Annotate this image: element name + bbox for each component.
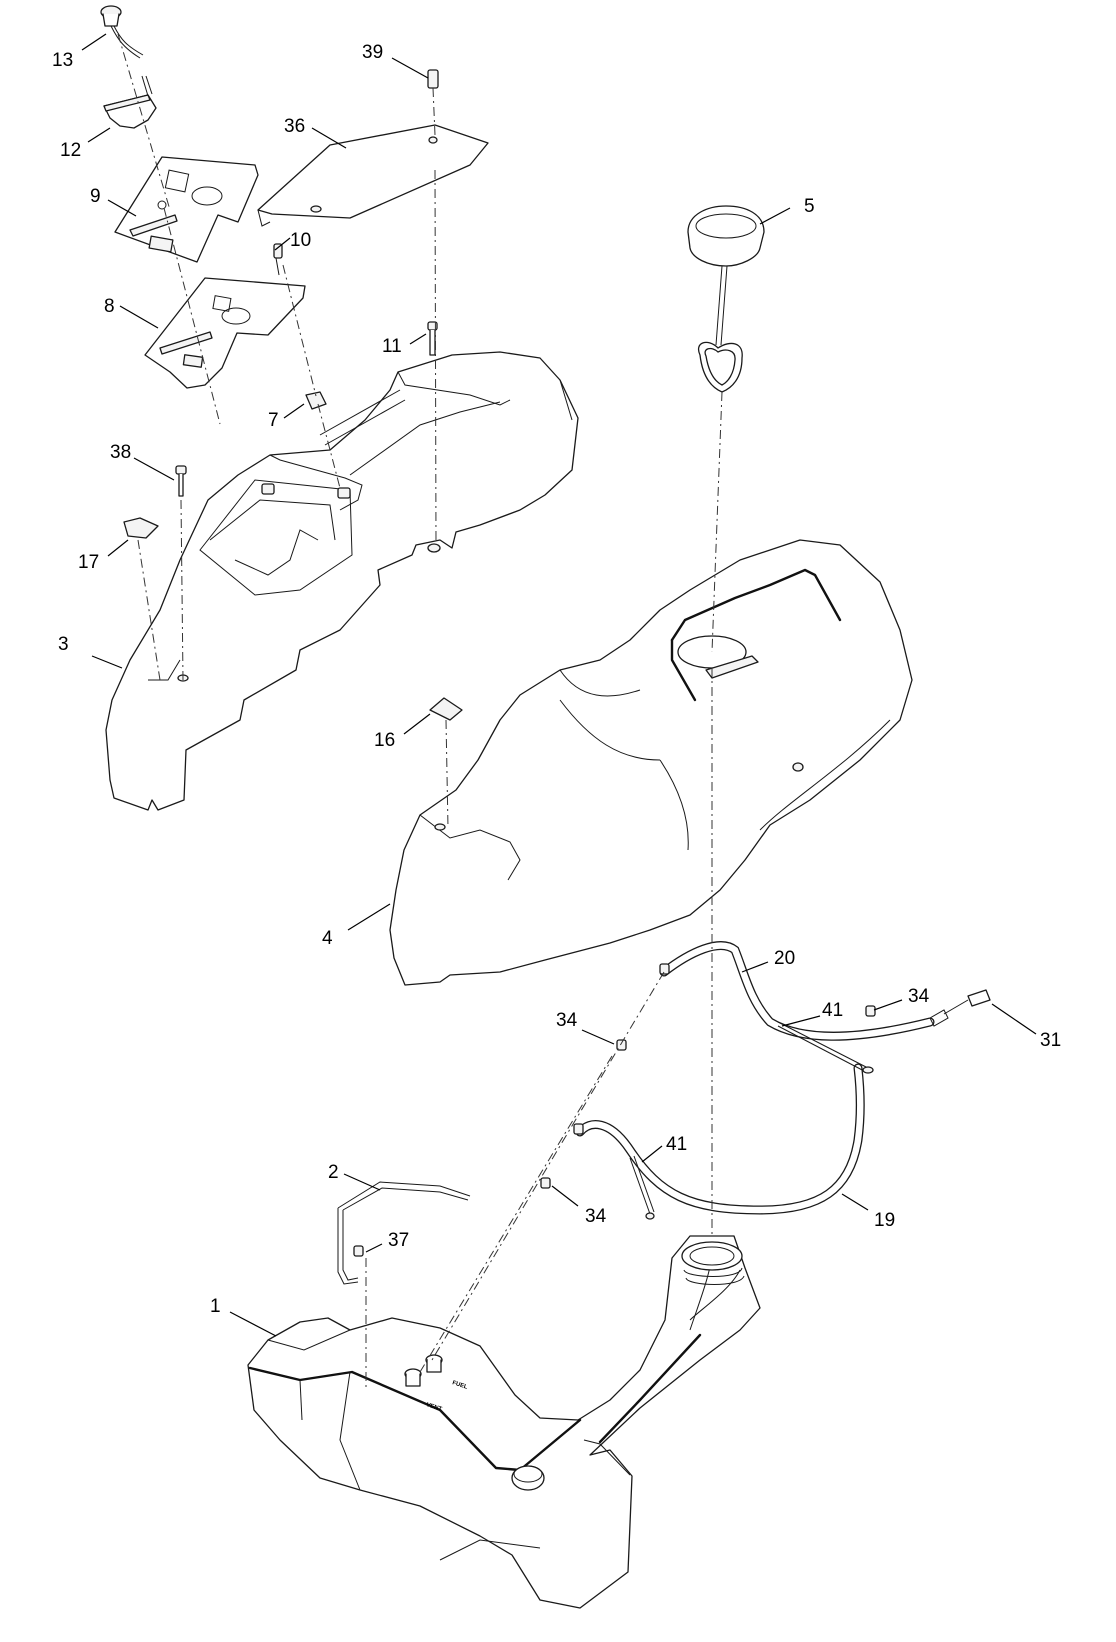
part-12-bracket bbox=[103, 75, 157, 129]
callout-10: 10 bbox=[290, 230, 311, 251]
callout-5: 5 bbox=[804, 196, 815, 217]
part-41-cable-ties bbox=[629, 1021, 874, 1220]
callout-1: 1 bbox=[210, 1296, 221, 1317]
callout-2: 2 bbox=[328, 1162, 339, 1183]
callout-36: 36 bbox=[284, 116, 305, 137]
callout-4: 4 bbox=[322, 928, 333, 949]
callout-leaders bbox=[81, 33, 1037, 1337]
callout-31: 31 bbox=[1040, 1030, 1061, 1051]
part-34-clamps bbox=[540, 963, 876, 1189]
part-7-clip bbox=[305, 391, 327, 410]
callout-16: 16 bbox=[374, 730, 395, 751]
part-3-console bbox=[105, 351, 579, 811]
callout-3: 3 bbox=[58, 634, 69, 655]
part-1-fuel-tank: FUEL VENT bbox=[247, 1235, 761, 1609]
callout-labels: 13 12 9 8 3 17 38 7 10 36 39 11 5 16 4 2… bbox=[52, 42, 1061, 1317]
callout-37: 37 bbox=[388, 1230, 409, 1251]
part-19-hose bbox=[575, 1063, 865, 1215]
callout-19: 19 bbox=[874, 1210, 895, 1231]
callout-11: 11 bbox=[382, 336, 402, 357]
part-37-fastener bbox=[353, 1245, 364, 1257]
callout-13: 13 bbox=[52, 50, 73, 71]
callout-34-a: 34 bbox=[556, 1010, 578, 1031]
callout-12: 12 bbox=[60, 140, 81, 161]
part-17-pad bbox=[123, 517, 159, 539]
part-20-hose bbox=[659, 941, 935, 1041]
part-36-cover bbox=[257, 124, 489, 227]
assembly-lines bbox=[117, 33, 723, 1390]
part-9-decal-plate bbox=[114, 156, 259, 263]
part-31-fitting bbox=[929, 989, 991, 1027]
part-38-screw bbox=[175, 465, 187, 497]
fuel-port-marking: FUEL bbox=[451, 1380, 468, 1391]
callout-20: 20 bbox=[774, 948, 795, 969]
callout-39: 39 bbox=[362, 42, 383, 63]
part-8-plate bbox=[144, 277, 306, 389]
callout-41-a: 41 bbox=[822, 1000, 843, 1021]
callout-17: 17 bbox=[78, 552, 99, 573]
callout-7: 7 bbox=[268, 410, 279, 431]
part-16-pad bbox=[429, 697, 463, 721]
part-4-tank-cover bbox=[389, 539, 913, 986]
vent-port-marking: VENT bbox=[425, 1402, 442, 1413]
part-13-knob bbox=[100, 5, 144, 59]
part-10-screw bbox=[273, 243, 283, 276]
callout-8: 8 bbox=[104, 296, 115, 317]
part-2-bracket-rod bbox=[337, 1181, 471, 1285]
part-39-fastener bbox=[427, 69, 439, 89]
callout-34-c: 34 bbox=[585, 1206, 607, 1227]
callout-9: 9 bbox=[90, 186, 101, 207]
callout-34-b: 34 bbox=[908, 986, 930, 1007]
callout-41-b: 41 bbox=[666, 1134, 687, 1155]
callout-38: 38 bbox=[110, 442, 131, 463]
part-5-fuel-cap bbox=[687, 205, 765, 393]
